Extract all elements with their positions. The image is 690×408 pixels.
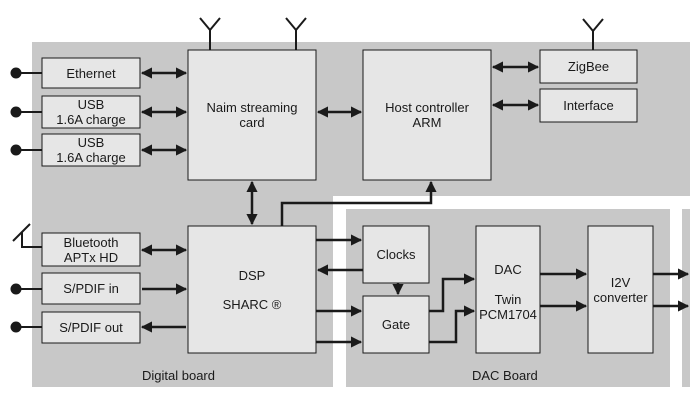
- ethernet-block: [41, 57, 141, 89]
- usb-block-2: [41, 133, 141, 167]
- i2v-converter-block: [587, 225, 654, 354]
- clocks-block: [362, 225, 430, 284]
- antenna-icon: [12, 223, 42, 248]
- digital-board-label: Digital board: [142, 368, 215, 383]
- arrow-dsp-host: [280, 180, 437, 226]
- usb-block-1: [41, 95, 141, 129]
- dsp-block: [187, 225, 317, 354]
- gate-block: [362, 295, 430, 354]
- arrow-gate-dac-2: [429, 305, 476, 344]
- connector-dot: [10, 321, 22, 333]
- antenna-icon: [199, 17, 221, 50]
- interface-block: [539, 88, 638, 123]
- spdif-out-block: [41, 311, 141, 344]
- antenna-icon: [582, 18, 604, 50]
- dac-chip-block: [475, 225, 541, 354]
- connector-dot: [10, 283, 22, 295]
- next-board-edge: [682, 209, 690, 387]
- host-controller-block: [362, 49, 492, 181]
- arrow-gate-dac-1: [429, 273, 476, 313]
- dac-board-label: DAC Board: [472, 368, 538, 383]
- bluetooth-block: [41, 232, 141, 267]
- connector-dot: [10, 67, 22, 79]
- streaming-card-block: [187, 49, 317, 181]
- zigbee-block: [539, 49, 638, 84]
- antenna-icon: [285, 17, 307, 50]
- connector-dot: [10, 144, 22, 156]
- connector-dot: [10, 106, 22, 118]
- spdif-in-block: [41, 272, 141, 305]
